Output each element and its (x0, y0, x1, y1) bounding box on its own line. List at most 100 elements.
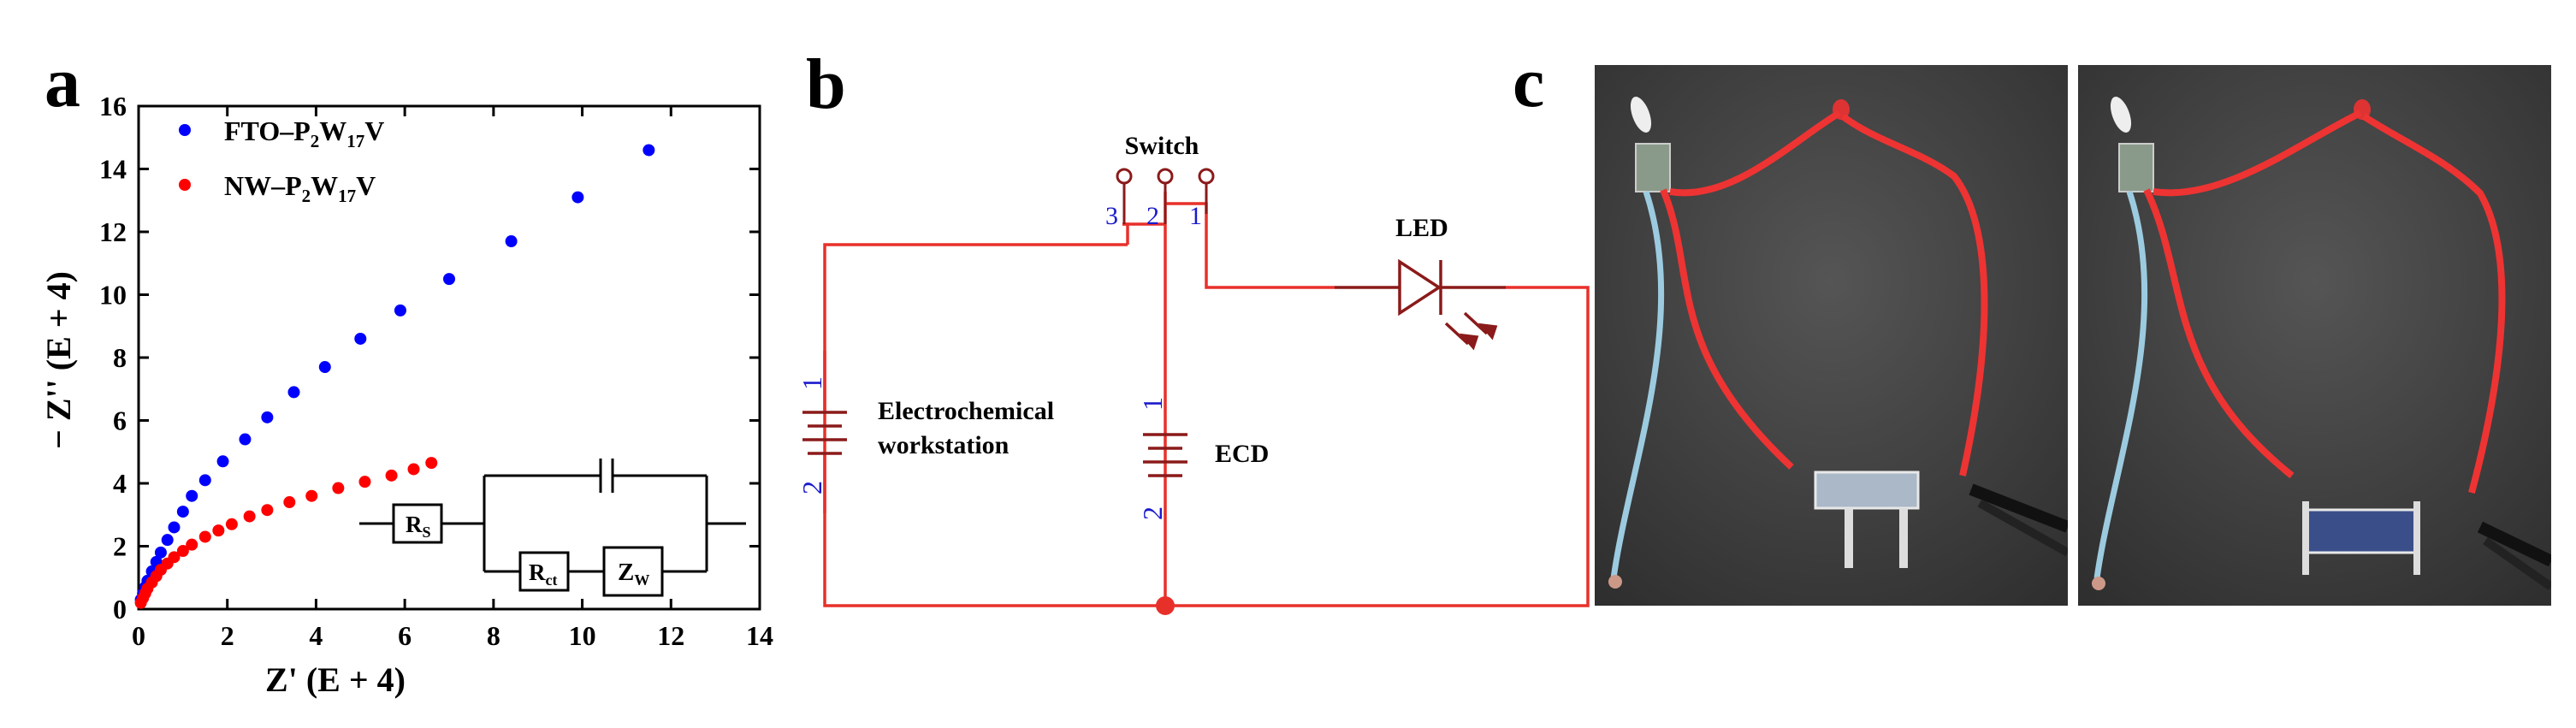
x-tick-label-7: 14 (746, 620, 773, 651)
inset-rct-sub: ct (546, 571, 558, 589)
photo-off-drawing (1595, 65, 2068, 606)
inset-rs-sub: S (423, 524, 431, 541)
legend-fto-sub2: 17 (346, 131, 364, 151)
ew-label-line2: workstation (878, 431, 1010, 459)
circuit-wires (823, 192, 1590, 607)
inset-rct-label: Rct (529, 559, 557, 589)
y-tick-label-2: 4 (113, 468, 127, 499)
series-0-point-15 (287, 386, 300, 399)
device-photos (1595, 65, 2551, 606)
x-tick-label-6: 12 (657, 620, 684, 651)
series-0-point-12 (216, 455, 229, 468)
photo-off-ecd-device (1814, 471, 1920, 510)
chart-points (134, 144, 655, 609)
ecd-label: ECD (1215, 440, 1269, 468)
legend-nw-end: V (356, 170, 376, 201)
panel-letter-a: a (44, 43, 80, 122)
inset-equivalent-circuit (359, 459, 746, 597)
series-0-point-11 (198, 474, 211, 487)
switch-terminals (1116, 168, 1215, 224)
x-tick-label-2: 4 (309, 620, 323, 651)
series-1-point-11 (198, 530, 211, 543)
series-0-point-13 (239, 433, 252, 446)
x-axis-label: Z' (E + 4) (265, 660, 406, 699)
x-tick-label-1: 2 (221, 620, 234, 651)
series-0-point-9 (176, 506, 189, 518)
legend-label-fto: FTO–P2W17V (224, 115, 384, 151)
series-1-point-17 (305, 489, 318, 502)
inset-zw-sub: W (634, 571, 649, 589)
x-tick-label-3: 6 (398, 620, 412, 651)
legend-fto-sub1: 2 (311, 131, 320, 151)
series-0-point-8 (168, 521, 181, 534)
photo-on-drawing (2078, 65, 2551, 606)
series-1-point-12 (212, 524, 225, 537)
circuit-junction-dot (1156, 596, 1175, 615)
series-1-point-19 (358, 476, 371, 488)
legend-fto-mid: W (319, 115, 346, 146)
series-0-point-7 (161, 534, 174, 547)
series-1-point-18 (332, 482, 345, 494)
switch-pin-1: 1 (1189, 202, 1202, 230)
inset-zw-label: ZW (618, 559, 649, 589)
y-tick-label-3: 6 (113, 405, 127, 436)
electrochemical-workstation-symbol (802, 351, 847, 513)
inset-zw-box (602, 546, 664, 597)
inset-rs-main: R (406, 512, 423, 537)
legend-nw-sub1: 2 (302, 186, 311, 206)
series-0-point-22 (643, 144, 655, 157)
y-tick-label-1: 2 (113, 531, 127, 562)
series-0-point-14 (261, 411, 274, 423)
y-tick-label-8: 16 (99, 91, 127, 121)
legend-marker-fto (179, 124, 191, 136)
series-0-point-18 (394, 304, 406, 317)
legend-nw-sub2: 17 (338, 186, 356, 206)
y-tick-label-4: 8 (113, 342, 127, 373)
series-1-point-10 (186, 538, 198, 551)
series-1-point-14 (243, 510, 256, 523)
legend-fto-end: V (364, 115, 384, 146)
legend-nw-main: NW–P (224, 170, 302, 201)
photo-device-on (2078, 65, 2551, 606)
series-0-point-10 (186, 489, 198, 502)
series-0-point-17 (354, 332, 367, 345)
y-axis-label: − Z'' (E + 4) (39, 271, 78, 449)
legend-label-nw: NW–P2W17V (224, 170, 376, 206)
series-0-point-16 (318, 361, 331, 374)
legend-nw-mid: W (311, 170, 338, 201)
series-0-point-6 (154, 546, 167, 559)
ecd-pin-2: 2 (1137, 506, 1168, 520)
series-0-point-21 (571, 191, 584, 204)
series-1-point-9 (176, 545, 189, 558)
switch-label: Switch (1125, 132, 1199, 160)
series-1-point-13 (225, 518, 238, 530)
photo-device-off (1595, 65, 2068, 606)
ew-label-line1: Electrochemical (878, 397, 1054, 425)
ecd-pin-1: 1 (1137, 397, 1168, 411)
series-1-point-8 (168, 551, 181, 564)
series-1-point-20 (385, 469, 398, 482)
inset-rct-box (518, 551, 570, 592)
x-tick-label-5: 10 (569, 620, 596, 651)
series-1-point-16 (283, 496, 296, 509)
panel-letter-b: b (806, 44, 846, 124)
series-0-point-20 (505, 235, 518, 248)
inset-rs-label: RS (406, 512, 431, 541)
legend-marker-nw (179, 179, 191, 191)
y-tick-label-0: 0 (113, 594, 127, 624)
led-label: LED (1395, 214, 1448, 242)
legend-fto-main: FTO–P (224, 115, 311, 146)
x-tick-label-4: 8 (487, 620, 500, 651)
y-tick-label-5: 10 (99, 280, 127, 311)
panel-letter-c: c (1513, 43, 1545, 122)
series-1-point-15 (261, 504, 274, 517)
switch-pin-2: 2 (1146, 202, 1159, 230)
inset-zw-main: Z (618, 559, 634, 586)
ecd-symbol (1143, 433, 1187, 477)
inset-rct-main: R (529, 559, 546, 585)
y-tick-label-6: 12 (99, 216, 127, 247)
series-1-point-22 (425, 457, 438, 470)
photo-on-ecd-device (2304, 508, 2419, 554)
